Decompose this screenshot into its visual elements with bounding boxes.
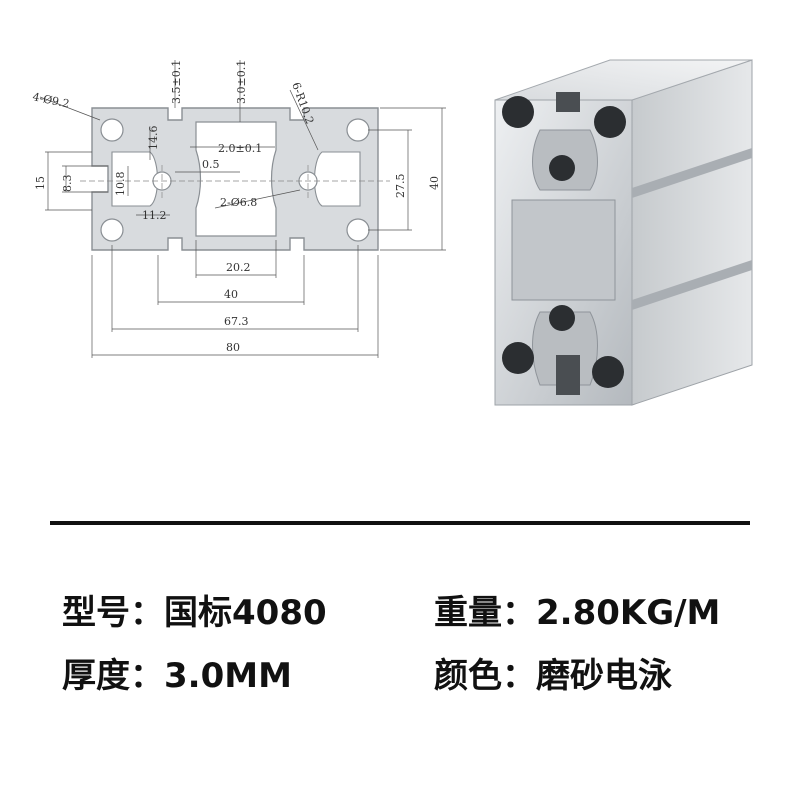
height: 40 xyxy=(428,176,441,190)
slot-width: 8.3 xyxy=(61,175,74,193)
dimension-lines xyxy=(39,60,446,358)
profile-section-drawing: 4-Ø9.2 3.5±0.1 3.0±0.1 6-R10.2 14.6 2.0±… xyxy=(31,60,446,358)
profile-photo xyxy=(494,59,753,406)
rib-height: 14.6 xyxy=(147,126,160,151)
rib-wall: 2.0±0.1 xyxy=(218,142,262,155)
width-20: 20.2 xyxy=(226,261,251,274)
corner-hole-icon xyxy=(502,96,534,128)
slot-outer: 15 xyxy=(34,176,47,190)
color-spec: 颜色：磨砂电泳 xyxy=(434,648,672,697)
thickness-label: 厚度： xyxy=(62,656,164,696)
pitch-height: 27.5 xyxy=(394,174,407,199)
center-lines xyxy=(80,165,390,200)
weight-label: 重量： xyxy=(434,593,536,633)
thickness-spec: 厚度：3.0MM xyxy=(62,648,292,697)
weight-spec: 重量：2.80KG/M xyxy=(434,585,720,634)
width-80: 80 xyxy=(226,341,240,354)
wall-thickness: 3.0±0.1 xyxy=(235,60,248,104)
model-label: 型号： xyxy=(62,593,164,633)
width-67: 67.3 xyxy=(224,315,249,328)
center-hole: 2-Ø6.8 xyxy=(220,196,257,209)
thickness-value: 3.0MM xyxy=(164,656,292,696)
web: 0.5 xyxy=(202,158,220,171)
model-value: 国标4080 xyxy=(164,593,327,633)
color-label: 颜色： xyxy=(434,656,536,696)
inner-gap: 10.8 xyxy=(114,172,127,197)
model-spec: 型号：国标4080 xyxy=(62,585,327,634)
weight-value: 2.80KG/M xyxy=(536,593,721,633)
divider xyxy=(50,521,750,525)
color-value: 磨砂电泳 xyxy=(536,656,672,696)
slot-depth: 3.5±0.1 xyxy=(170,60,183,104)
width-40: 40 xyxy=(224,288,238,301)
core: 11.2 xyxy=(142,209,167,222)
